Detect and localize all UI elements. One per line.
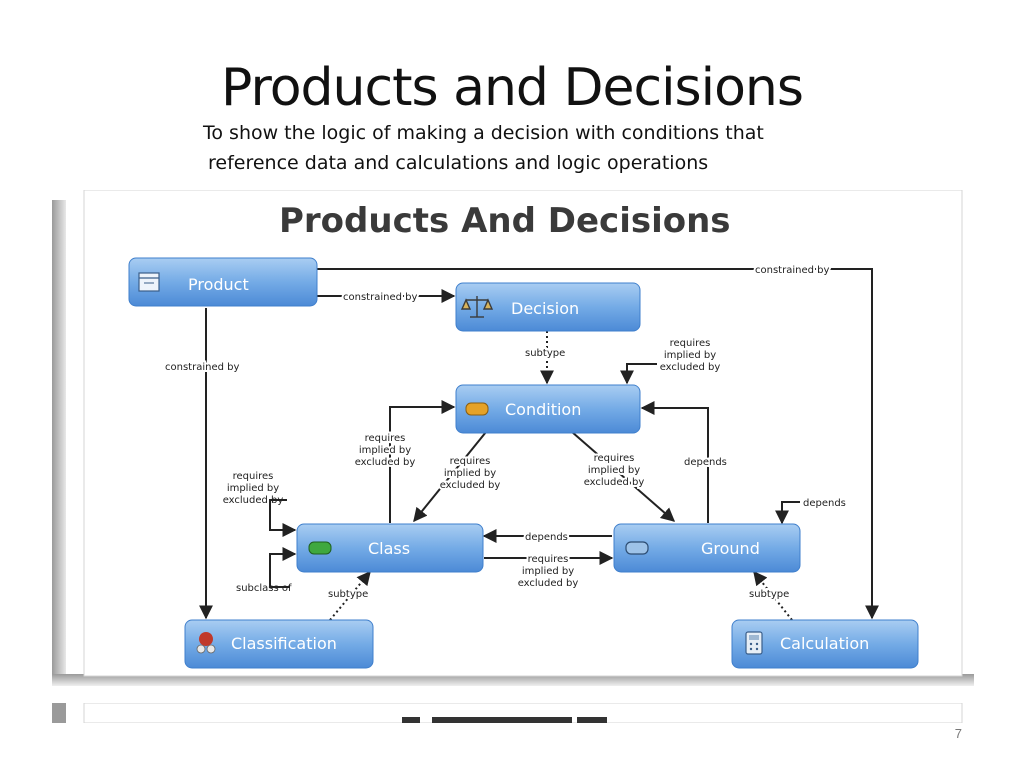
box-icon	[138, 272, 160, 292]
scales-icon	[460, 296, 494, 318]
label-product-classification: constrained by	[165, 362, 239, 373]
node-class[interactable]: Class	[296, 523, 484, 573]
svg-text:implied by: implied by	[444, 468, 496, 479]
edge-calculation-ground	[775, 501, 800, 525]
svg-text:excluded by: excluded by	[584, 477, 645, 488]
svg-text:requires: requires	[365, 433, 406, 444]
edge-condition-class	[413, 431, 487, 523]
edge-condition-ground	[571, 431, 676, 522]
slide-subtitle-line-1: To show the logic of making a decision w…	[203, 122, 764, 144]
svg-text:excluded by: excluded by	[440, 480, 501, 491]
svg-text:implied by: implied by	[227, 483, 279, 494]
svg-text:requires: requires	[670, 338, 711, 349]
node-product[interactable]: Product	[128, 257, 318, 307]
edge-class-condition	[389, 400, 456, 523]
slide-title: Products and Decisions	[221, 58, 804, 118]
label-class-subclass: subclass of	[236, 583, 292, 594]
svg-text:requires: requires	[594, 453, 635, 464]
edge-condition-self	[620, 363, 657, 385]
label-class-self: requires implied by excluded by	[223, 471, 284, 506]
svg-text:implied by: implied by	[588, 465, 640, 476]
label-condition-ground: requires implied by excluded by	[582, 451, 647, 490]
label-condition-class: requires implied by excluded by	[438, 454, 503, 493]
svg-text:requires: requires	[528, 554, 569, 565]
label-classification-class: subtype	[328, 589, 368, 600]
node-class-label: Class	[368, 539, 410, 558]
edge-class-self	[269, 499, 297, 537]
edges	[199, 268, 879, 621]
label-condition-self: requires implied by excluded by	[660, 338, 721, 373]
diagram-heading: Products And Decisions	[279, 201, 731, 241]
next-diagram-panel-partial	[52, 703, 963, 723]
diagram-panel: Products And Decisions	[52, 190, 974, 686]
label-decision-condition: subtype	[525, 348, 565, 359]
edge-calculation-ground-subtype	[753, 570, 793, 621]
edge-classification-class	[329, 570, 371, 621]
calculator-icon	[745, 631, 763, 655]
svg-text:excluded by: excluded by	[518, 578, 579, 589]
label-ground-condition: depends	[684, 457, 727, 468]
edge-product-calculation	[317, 268, 879, 620]
node-classification-label: Classification	[231, 634, 337, 653]
svg-text:implied by: implied by	[359, 445, 411, 456]
svg-text:requires: requires	[450, 456, 491, 467]
node-condition-label: Condition	[505, 400, 581, 419]
label-class-ground: requires implied by excluded by	[516, 552, 581, 591]
label-ground-class: depends	[525, 532, 568, 543]
label-class-condition: requires implied by excluded by	[353, 431, 418, 470]
node-decision-label: Decision	[511, 299, 579, 318]
panel-shadow-left	[52, 200, 66, 678]
svg-text:excluded by: excluded by	[223, 495, 284, 506]
label-product-decision: constrained by	[343, 292, 417, 303]
label-calculation-ground: depends	[803, 498, 846, 509]
people-icon	[196, 632, 216, 654]
slide-subtitle-line-2: reference data and calculations and logi…	[208, 152, 709, 174]
node-ground-label: Ground	[701, 539, 760, 558]
label-calculation-ground-subtype: subtype	[749, 589, 789, 600]
blue-pill-icon	[625, 541, 649, 555]
label-product-calculation: constrained by	[755, 265, 829, 276]
node-calculation-label: Calculation	[780, 634, 869, 653]
node-product-label: Product	[188, 275, 249, 294]
node-ground[interactable]: Ground	[613, 523, 801, 573]
panel-shadow-bottom	[52, 674, 974, 686]
svg-text:excluded by: excluded by	[355, 457, 416, 468]
node-condition[interactable]: Condition	[455, 384, 641, 434]
edge-ground-condition	[640, 401, 709, 523]
svg-text:implied by: implied by	[522, 566, 574, 577]
svg-text:excluded by: excluded by	[660, 362, 721, 373]
node-classification[interactable]: Classification	[184, 619, 374, 669]
node-decision[interactable]: Decision	[455, 282, 641, 332]
page-number: 7	[954, 726, 962, 741]
svg-text:requires: requires	[233, 471, 274, 482]
green-pill-icon	[308, 541, 332, 555]
svg-text:implied by: implied by	[664, 350, 716, 361]
node-calculation[interactable]: Calculation	[731, 619, 919, 669]
edge-class-subclass	[269, 547, 297, 588]
orange-pill-icon	[465, 402, 489, 416]
